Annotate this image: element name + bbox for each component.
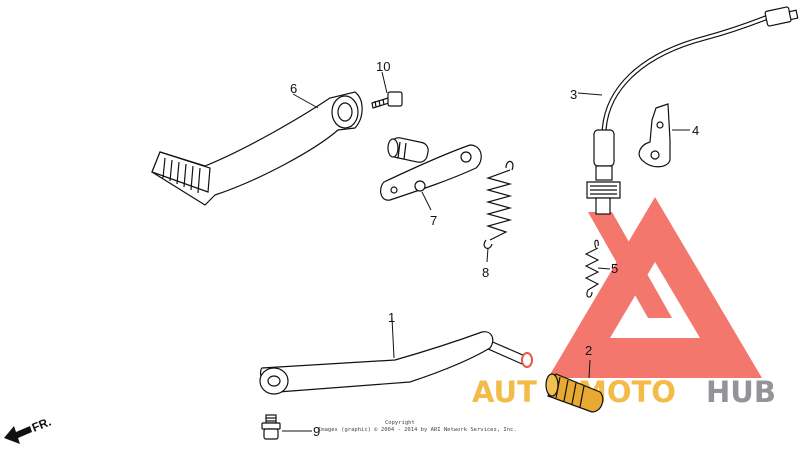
label-part-7: 7: [430, 213, 437, 228]
part-2-peg-rubber: [545, 359, 604, 413]
label-part-3: 3: [570, 87, 577, 102]
watermark-triangle-outer: [548, 197, 762, 378]
part-5-spring: [584, 239, 611, 298]
label-part-10: 10: [376, 59, 390, 74]
label-part-8: 8: [482, 265, 489, 280]
front-direction-indicator: FR.: [4, 415, 53, 444]
label-part-4: 4: [692, 123, 699, 138]
label-part-2: 2: [585, 343, 592, 358]
copyright-line-2: Images (graphic) © 2004 - 2014 by ARI Ne…: [318, 427, 517, 433]
label-part-5: 5: [611, 261, 618, 276]
part-9-bolt: [261, 414, 312, 440]
front-arrow-icon: [4, 426, 32, 444]
part-8-spring: [483, 160, 514, 263]
label-part-6: 6: [290, 81, 297, 96]
watermark-logo: [548, 197, 762, 378]
watermark-stroke-inner: [588, 212, 672, 318]
watermark-wordmark: AUT O MOTO HUB: [472, 375, 776, 409]
label-part-9: 9: [313, 424, 320, 439]
watermark-text-part3: HUB: [706, 375, 776, 409]
copyright-line-1: Copyright: [385, 420, 415, 426]
label-part-1: 1: [388, 310, 395, 325]
part-6-brake-pedal: [151, 91, 363, 206]
part-1-shift-lever: [259, 317, 533, 395]
part-4-bracket: [638, 103, 690, 168]
front-label: FR.: [30, 415, 53, 435]
part-7-pivot-plate: [380, 137, 482, 211]
part-10-bolt: [371, 71, 403, 109]
watermark-text-part1: AUT: [472, 375, 537, 409]
part-3-switch-cable: [577, 6, 799, 215]
